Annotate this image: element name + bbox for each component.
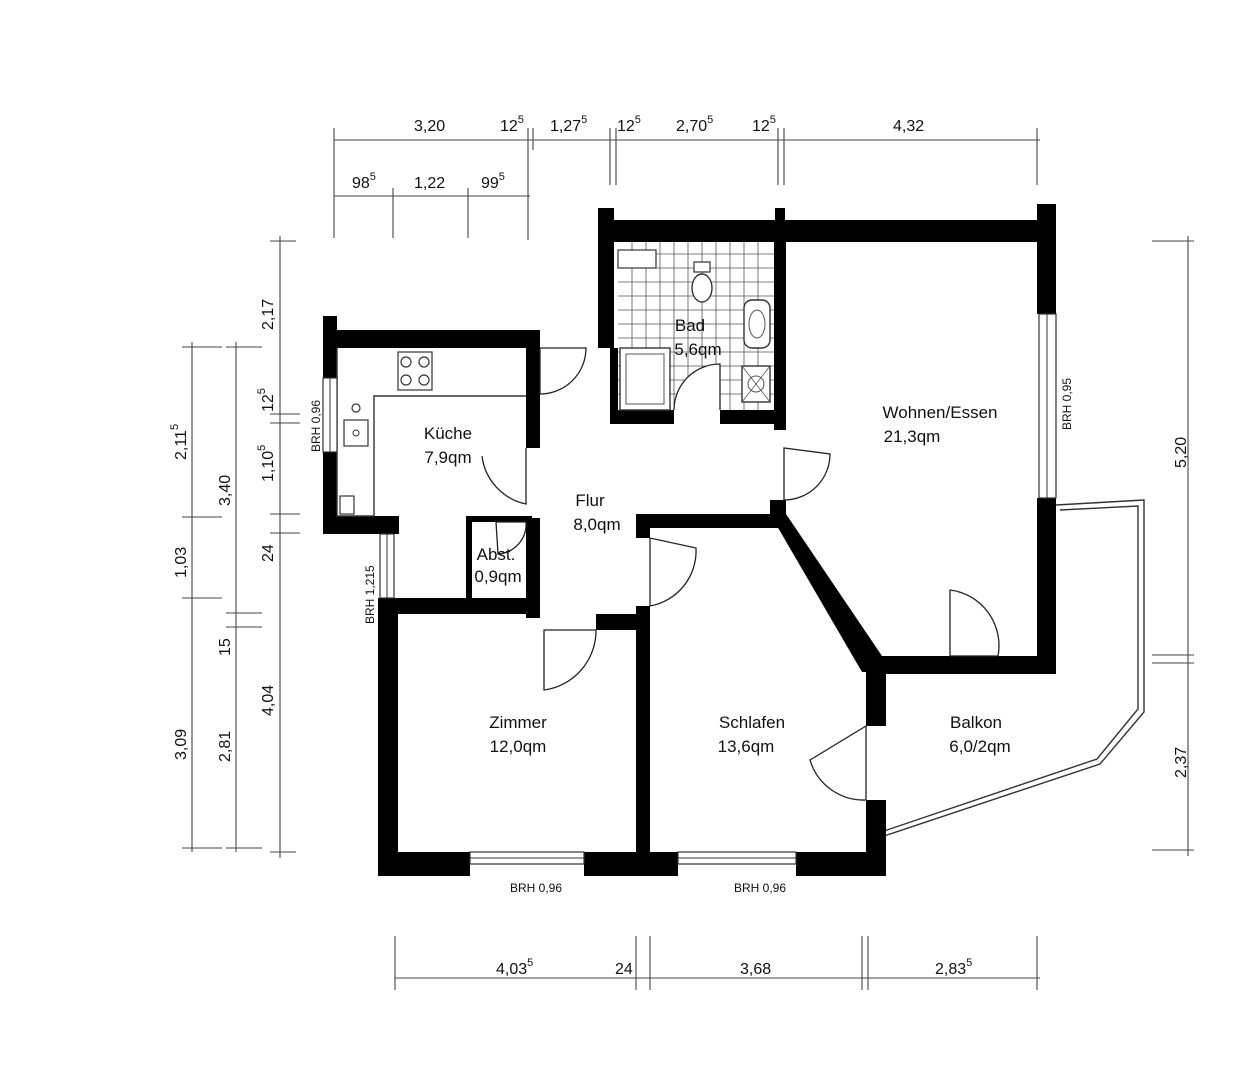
door-wohnen [783,447,831,501]
dimension-labels-right: 5,20 2,37 [1173,437,1190,778]
door-balkon [949,589,1000,657]
room-zimmer-name: Zimmer [489,713,547,732]
room-schlafen-name: Schlafen [719,713,785,732]
room-kueche-name: Küche [424,424,472,443]
dim-left-217: 2,17 [260,299,277,330]
dim-left-2115: 2,115 [169,424,190,460]
room-labels: Bad 5,6qm Küche 7,9qm Flur 8,0qm Abst. 0… [424,316,1011,756]
dim-left-24: 24 [260,544,277,562]
brh-zimmer: BRH 0,96 [510,881,562,895]
dim-left-1105: 1,105 [256,445,277,482]
kitchen-sink-icon [343,419,369,447]
dim-top-1275: 1,275 [550,114,587,135]
dim-left-103: 1,03 [173,547,190,578]
room-flur-name: Flur [575,491,605,510]
dim-left-340: 3,40 [217,475,234,506]
dim-top-432: 4,32 [893,118,924,135]
dim-left-404: 4,04 [260,685,277,716]
dimension-lines [182,128,1194,990]
room-balkon-name: Balkon [950,713,1002,732]
brh-wohnen: BRH 0,95 [1060,378,1074,430]
brh-schlafen: BRH 0,96 [734,881,786,895]
door-schlafen [809,724,867,801]
doors [481,347,1000,801]
room-wohnen-name: Wohnen/Essen [883,403,998,422]
bath-shelf [617,249,657,269]
room-bad-name: Bad [675,316,705,335]
dim-right-237: 2,37 [1173,747,1190,778]
dimension-labels-bottom: 4,035 24 3,68 2,835 [496,957,972,978]
room-abst-name: Abst. [477,545,516,564]
dim-top-985: 985 [352,171,376,192]
room-schlafen-area: 13,6qm [718,737,775,756]
room-wohnen-area: 21,3qm [884,427,941,446]
dimension-labels-top: 3,20 125 1,275 125 2,705 125 4,32 985 1,… [352,114,924,192]
door-schlafen-flur [649,537,697,607]
door-kueche [481,448,527,505]
door-flur-top [539,347,587,395]
windows [322,313,1057,865]
dim-top-320: 3,20 [414,118,445,135]
door-zimmer [543,629,597,691]
dim-top-995: 995 [481,171,505,192]
dim-left-15: 15 [217,638,234,656]
dim-top-125c: 125 [752,114,776,135]
dimension-labels-left: 2,115 1,03 3,09 3,40 15 2,81 2,17 125 1,… [169,299,277,762]
dim-right-520: 5,20 [1173,437,1190,468]
room-flur-area: 8,0qm [573,515,620,534]
dim-bottom-2835: 2,835 [935,957,972,978]
shower-tray [619,347,671,411]
dim-top-125a: 125 [500,114,524,135]
walls [323,204,1056,876]
toilet-icon [691,273,713,303]
dim-left-125: 125 [256,388,277,412]
window-sill-labels: BRH 0,96 BRH 0,95 BRH 1,215 BRH 0,96 BRH… [309,378,1074,895]
bath-tiles [617,242,774,411]
room-bad-area: 5,6qm [674,340,721,359]
brh-kueche: BRH 0,96 [309,400,323,452]
brh-abst: BRH 1,215 [363,565,377,624]
dim-bottom-368: 3,68 [740,961,771,978]
kitchen-fixtures [336,348,526,517]
dim-left-281: 2,81 [217,731,234,762]
dim-top-122: 1,22 [414,175,445,192]
stove-icon [397,351,433,391]
room-kueche-area: 7,9qm [424,448,471,467]
dim-bottom-24: 24 [615,961,633,978]
room-balkon-area: 6,0/2qm [949,737,1010,756]
dim-bottom-4035: 4,035 [496,957,533,978]
bath-door [673,363,721,411]
door-abst [495,521,527,555]
dim-top-2705: 2,705 [676,114,713,135]
room-zimmer-area: 12,0qm [490,737,547,756]
dim-left-309: 3,09 [173,729,190,760]
room-abst-area: 0,9qm [474,567,521,586]
balcony-railing [883,499,1145,837]
dim-top-125b: 125 [617,114,641,135]
